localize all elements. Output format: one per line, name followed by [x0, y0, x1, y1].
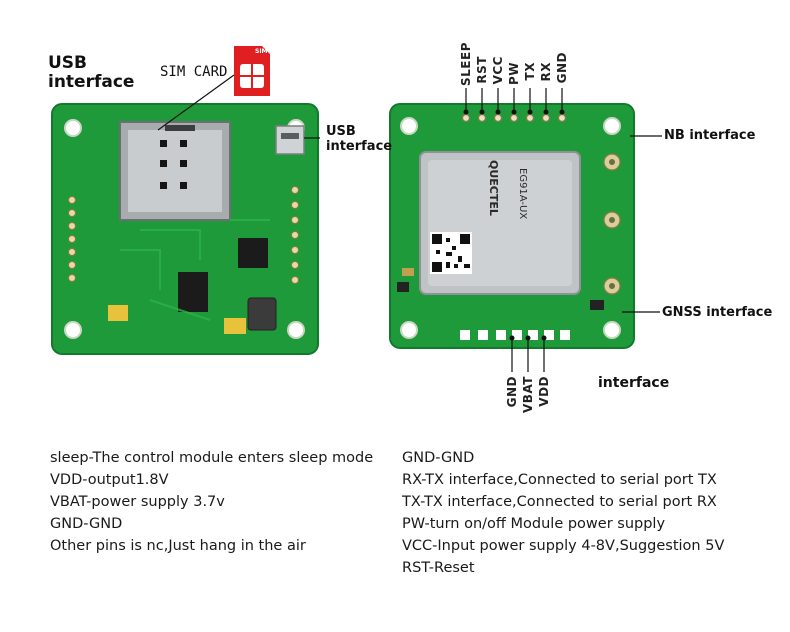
mount-hole [400, 321, 418, 339]
qr-code [430, 232, 472, 274]
capacitor [224, 318, 246, 334]
description-item: RX-TX interface,Connected to serial port… [402, 472, 717, 488]
pin-label-rst: RST [475, 56, 489, 84]
usb-connector [275, 125, 305, 155]
pin-leaders-top [465, 88, 563, 112]
description-item: sleep-The control module enters sleep mo… [50, 450, 374, 466]
pin-label-sleep: SLEEP [459, 42, 473, 86]
pin-label-pw: PW [507, 62, 521, 86]
nb-interface-label: NB interface [664, 128, 756, 143]
ic-chip [178, 272, 208, 312]
right-pcb-board [389, 103, 635, 349]
ic-chip [238, 238, 268, 268]
sim-card-logo [234, 46, 270, 96]
pin-label-tx: TX [523, 62, 537, 81]
usb-interface-label-left: USB interface [48, 53, 135, 92]
description-item: VDD-output1.8V [50, 472, 169, 488]
mount-hole [287, 321, 305, 339]
mount-hole [603, 117, 621, 135]
sim-logo-text: SIM [255, 48, 268, 55]
pin-label-vcc: VCC [491, 56, 505, 85]
mount-hole [603, 321, 621, 339]
mount-hole [64, 321, 82, 339]
mount-hole [400, 117, 418, 135]
module-model: EG91A-UX [517, 168, 528, 220]
description-item: PW-turn on/off Module power supply [402, 516, 666, 532]
left-pcb-board [51, 103, 319, 355]
module-brand: QUECTEL [487, 160, 500, 216]
capacitor [108, 305, 128, 321]
sim-card-label: SIM CARD [160, 64, 228, 80]
right-description-list: GND-GND RX-TX interface,Connected to ser… [402, 447, 724, 579]
description-item: RST-Reset [402, 560, 475, 576]
mount-hole [64, 119, 82, 137]
inductor [247, 297, 277, 331]
pin-label-vbat: VBAT [521, 376, 535, 413]
interface-label: interface [598, 375, 670, 391]
description-item: VBAT-power supply 3.7v [50, 494, 225, 510]
pin-label-rx: RX [539, 62, 553, 82]
description-item: GND-GND [50, 516, 123, 532]
description-item: Other pins is nc,Just hang in the air [50, 538, 306, 554]
usb-interface-label-right: USB interface [326, 124, 393, 154]
description-item: TX-TX interface,Connected to serial port… [402, 494, 717, 510]
pin-label-gnd-top: GND [555, 52, 569, 84]
description-item: GND-GND [402, 450, 475, 466]
gnss-interface-label: GNSS interface [662, 305, 773, 320]
callout-leaders [157, 74, 662, 313]
left-description-list: sleep-The control module enters sleep mo… [50, 447, 373, 557]
pin-leaders-bottom [511, 338, 545, 372]
pin-label-vdd: VDD [537, 376, 551, 407]
pin-label-gnd-bottom: GND [505, 376, 519, 408]
description-item: VCC-Input power supply 4-8V,Suggestion 5… [402, 538, 725, 554]
